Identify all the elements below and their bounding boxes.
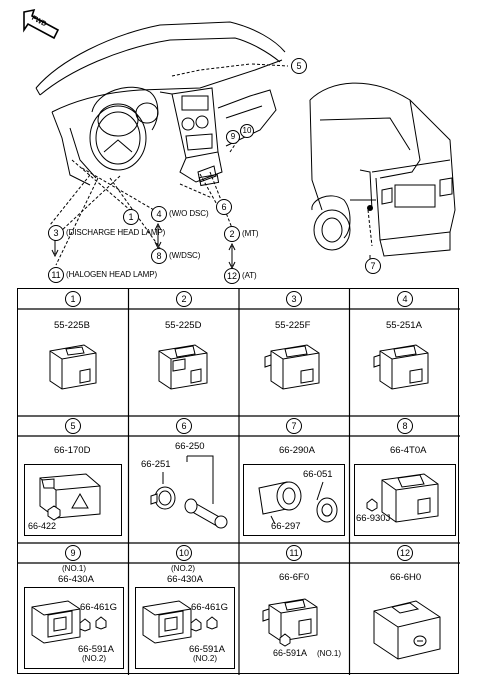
cell-index: 9 [65, 545, 81, 561]
part-number: 66-6H0 [390, 572, 422, 583]
sub-part-number: 66-251 [141, 459, 171, 470]
detail-frame [354, 464, 456, 536]
part-number: 66-250 [175, 441, 205, 452]
cigarette-lighter-icon [150, 455, 228, 529]
sub-part-note: (NO.2) [193, 654, 217, 663]
callout-6: 6 [216, 199, 232, 215]
cell-7: 7 66-290A 66-051 66-297 [239, 416, 349, 543]
cell-note: (NO.2) [171, 564, 195, 573]
cell-index: 3 [286, 291, 302, 307]
note-at: (AT) [242, 271, 257, 280]
cell-12: 12 66-6H0 [350, 543, 460, 675]
cell-10: 10 (NO.2) 66-430A 66-461G 66-591A (NO.2) [129, 543, 239, 675]
switch-icon [373, 344, 429, 390]
cell-8: 8 66-4T0A 66-930J [350, 416, 460, 543]
callout-11: 11 [48, 267, 64, 283]
parts-grid: 1 55-225B 2 55-225D 3 [17, 288, 460, 675]
dashboard-illustration [35, 21, 289, 270]
cell-index: 12 [397, 545, 413, 561]
sub-part-note: (NO.2) [82, 654, 106, 663]
part-number: 55-251A [386, 320, 422, 331]
part-number: 66-430A [167, 574, 203, 585]
sub-part-number: 66-591A [78, 644, 114, 655]
detail-frame [135, 587, 235, 669]
seat-heater-switch-icon [142, 600, 192, 644]
callout-5: 5 [291, 58, 307, 74]
sub-part-number: 66-591A [273, 648, 308, 658]
overview-diagram: FWD [0, 0, 484, 285]
callout-4: 4 [151, 206, 167, 222]
cell-note: (NO.1) [62, 564, 86, 573]
seat-heater-switch-icon [31, 600, 81, 644]
sub-part-number: 66-930J [356, 513, 391, 524]
switch-location-marker [367, 205, 373, 211]
sub-part-note: (NO.1) [317, 649, 341, 658]
part-number: 66-6F0 [279, 572, 310, 583]
cell-index: 6 [176, 418, 192, 434]
cell-index: 5 [65, 418, 81, 434]
part-number: 55-225F [275, 320, 311, 331]
grid-lines [18, 289, 460, 675]
detail-frame [24, 464, 122, 536]
cell-index: 4 [397, 291, 413, 307]
sub-part-number: 66-461G [80, 602, 117, 613]
bulb-icon [366, 498, 378, 512]
cell-4: 4 55-251A [350, 289, 460, 416]
cell-11: 11 66-6F0 66-591A (NO.1) [239, 543, 349, 675]
callout-12: 12 [224, 268, 240, 284]
note-wo-dsc: (W/O DSC) [169, 209, 209, 218]
detail-frame [243, 464, 345, 536]
cell-index: 2 [176, 291, 192, 307]
callout-10: 10 [240, 124, 254, 138]
sub-part-number: 66-461G [191, 602, 228, 613]
cell-3: 3 55-225F [239, 289, 349, 416]
part-number: 55-225D [165, 320, 202, 331]
sub-part-number: 66-591A [189, 644, 225, 655]
callout-1: 1 [123, 209, 139, 225]
bulb-icon [279, 633, 291, 647]
part-number: 66-290A [279, 445, 315, 456]
callout-2: 2 [224, 226, 240, 242]
callout-9: 9 [226, 130, 240, 144]
power-outlet-icon [258, 481, 338, 525]
bulb-icon [47, 505, 61, 521]
note-discharge: (DISCHARGE HEAD LAMP) [66, 228, 166, 237]
part-number: 66-4T0A [390, 445, 427, 456]
bulb-icon [79, 616, 107, 632]
cell-2: 2 55-225D [129, 289, 239, 416]
cell-index: 1 [65, 291, 81, 307]
switch-icon [262, 598, 318, 642]
callout-3: 3 [48, 225, 64, 241]
cell-5: 5 66-170D 66-422 [18, 416, 128, 543]
switch-icon [381, 473, 439, 523]
note-mt: (MT) [242, 229, 259, 238]
detail-frame [24, 587, 124, 669]
sub-part-number: 66-297 [271, 521, 301, 532]
vehicle-rear-illustration [309, 82, 456, 260]
note-w-dsc: (W/DSC) [169, 251, 201, 260]
switch-icon [158, 344, 208, 390]
part-number: 55-225B [54, 320, 90, 331]
switch-icon [373, 600, 441, 660]
cell-9: 9 (NO.1) 66-430A 66-461G 66-591A (NO.2) [18, 543, 128, 675]
sub-part-number: 66-051 [303, 469, 333, 480]
bulb-icon [190, 616, 218, 632]
note-halogen: (HALOGEN HEAD LAMP) [66, 270, 158, 279]
cell-index: 10 [176, 545, 192, 561]
cell-index: 7 [286, 418, 302, 434]
cell-6: 6 66-250 66-251 [129, 416, 239, 543]
switch-icon [49, 344, 97, 390]
cell-index: 11 [286, 545, 302, 561]
part-number: 66-170D [54, 445, 91, 456]
part-number: 66-430A [58, 574, 94, 585]
cell-index: 8 [397, 418, 413, 434]
sub-part-number: 66-422 [28, 521, 57, 531]
switch-icon [264, 344, 320, 390]
cell-1: 1 55-225B [18, 289, 128, 416]
callout-7: 7 [365, 258, 381, 274]
fwd-arrow-icon [23, 8, 60, 40]
callout-8: 8 [151, 248, 167, 264]
